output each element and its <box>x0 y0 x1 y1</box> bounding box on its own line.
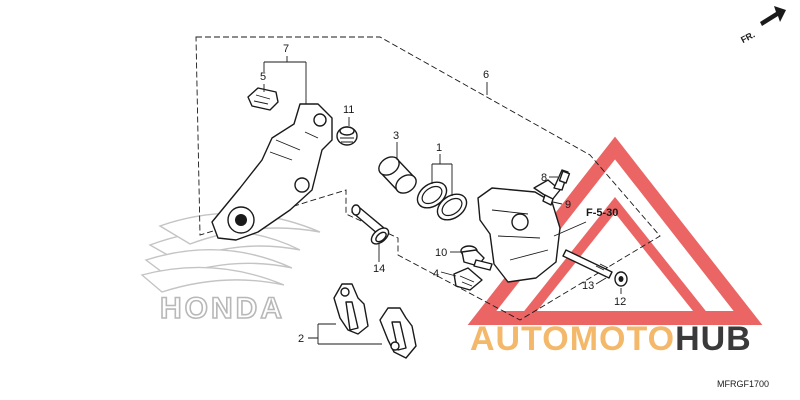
callout-7: 7 <box>283 43 289 55</box>
caliper-sleeve-pin <box>351 204 390 245</box>
callout-3: 3 <box>393 130 399 142</box>
callout-11: 11 <box>343 104 354 116</box>
automotohub-brand-watermark: AUTOMOTOHUB <box>470 320 752 358</box>
honda-logo-watermark: HONDA <box>140 212 321 326</box>
callout-12: 12 <box>614 296 626 308</box>
pad-spring-clip <box>247 87 279 111</box>
pad-retainer-spring <box>453 267 483 291</box>
pad-pin-plug <box>614 271 628 287</box>
leader-lines <box>263 56 622 345</box>
caliper-body <box>477 179 561 283</box>
callout-10: 10 <box>435 247 447 259</box>
callout-13: 13 <box>582 280 594 292</box>
bleeder-cap <box>542 194 554 206</box>
callout-14: 14 <box>373 263 385 275</box>
callout-2: 2 <box>298 333 304 345</box>
piston-seals <box>416 181 468 221</box>
diagram-code: MFRGF1700 <box>717 379 769 389</box>
brand-text-primary: AUTOMOTO <box>470 320 675 358</box>
brand-text-secondary: HUB <box>675 320 752 358</box>
section-reference-label: F-5-30 <box>586 207 618 219</box>
callout-4: 4 <box>433 268 439 280</box>
callout-6: 6 <box>483 69 489 81</box>
svg-text:AUTOMOTOHUB: AUTOMOTOHUB <box>470 320 752 358</box>
bracket-pin-boot <box>336 126 358 146</box>
bleeder-valve <box>553 169 571 191</box>
honda-logo-text: HONDA <box>160 292 285 325</box>
callout-9: 9 <box>565 199 571 211</box>
caliper-bracket <box>211 103 333 241</box>
caliper-piston <box>378 156 417 194</box>
pad-pin <box>562 249 613 279</box>
caliper-assembly-outline <box>195 36 661 321</box>
front-arrow-icon <box>760 6 786 26</box>
brake-pads <box>333 283 417 359</box>
callout-1: 1 <box>436 142 442 154</box>
caliper-pin-bolt <box>460 245 493 271</box>
callout-5: 5 <box>260 71 266 83</box>
front-direction-indicator: FR. <box>739 6 786 45</box>
front-direction-label: FR. <box>739 29 756 45</box>
callout-8: 8 <box>541 172 547 184</box>
